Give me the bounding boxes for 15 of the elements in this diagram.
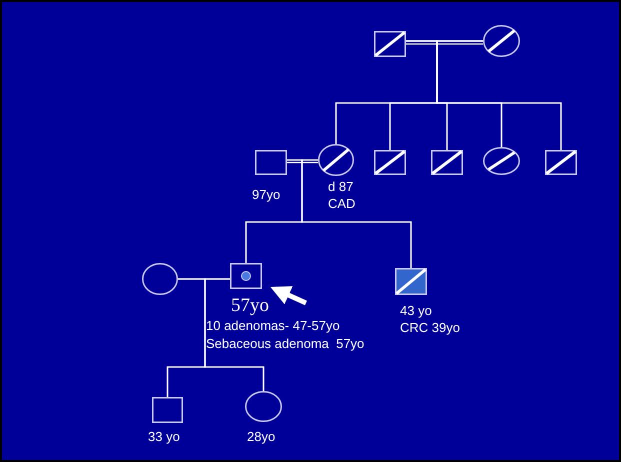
annotation-text: Sebaceous adenoma 57yo bbox=[206, 335, 364, 352]
annotation-text: CRC 39yo bbox=[400, 319, 460, 336]
pedigree-line bbox=[406, 43, 483, 45]
annotation-text: 28yo bbox=[247, 428, 276, 445]
annotation-text: d 87 bbox=[328, 178, 354, 195]
annotation-text: 33 yo bbox=[148, 428, 180, 445]
age-label: 57yo bbox=[231, 295, 269, 316]
proband-arrow bbox=[270, 286, 308, 306]
annotation-text: 10 adenomas- 47-57yo bbox=[206, 317, 340, 334]
pedigree-line bbox=[436, 40, 562, 150]
pedigree-line bbox=[204, 278, 264, 391]
pedigree-line bbox=[287, 162, 318, 164]
annotation-text: 43 yo bbox=[400, 302, 432, 319]
annotation-text: 97yo bbox=[252, 186, 280, 203]
annotation-text: CAD bbox=[328, 195, 356, 212]
